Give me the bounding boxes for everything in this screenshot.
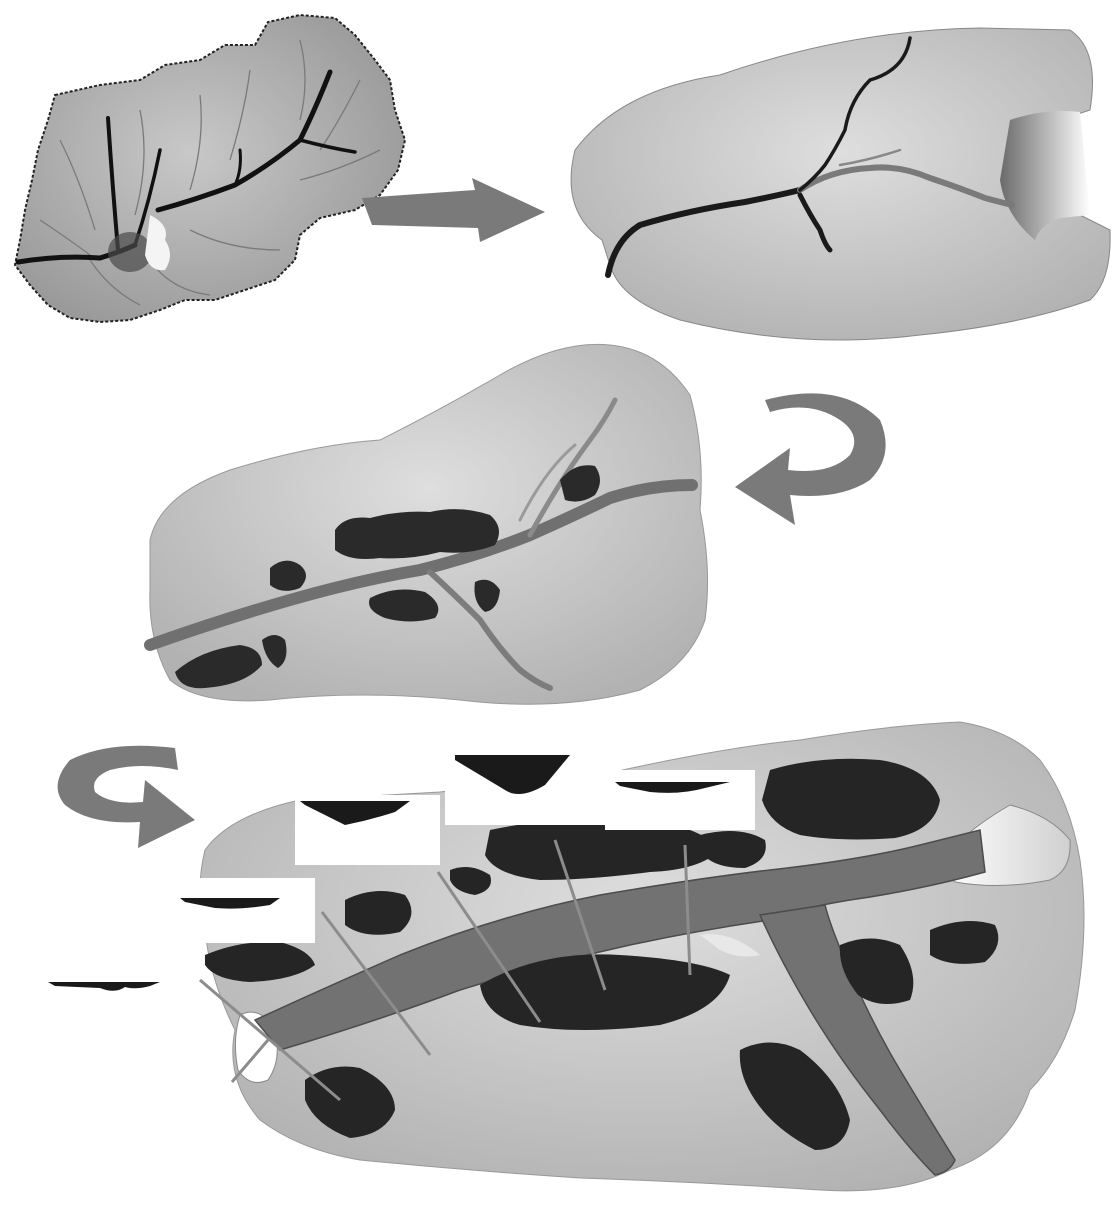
arrow-right-icon (362, 178, 545, 242)
cross-section-1 (445, 750, 605, 825)
panel-watershed (15, 15, 405, 322)
cross-section-3 (605, 770, 755, 830)
curved-arrow-icon (735, 393, 886, 525)
cross-section-2 (295, 795, 440, 865)
curved-arrow-icon (58, 746, 195, 848)
cross-section-5 (48, 982, 160, 991)
cross-section-4 (175, 878, 315, 943)
panel-river-reach (150, 344, 708, 704)
panel-main-river (571, 28, 1110, 340)
